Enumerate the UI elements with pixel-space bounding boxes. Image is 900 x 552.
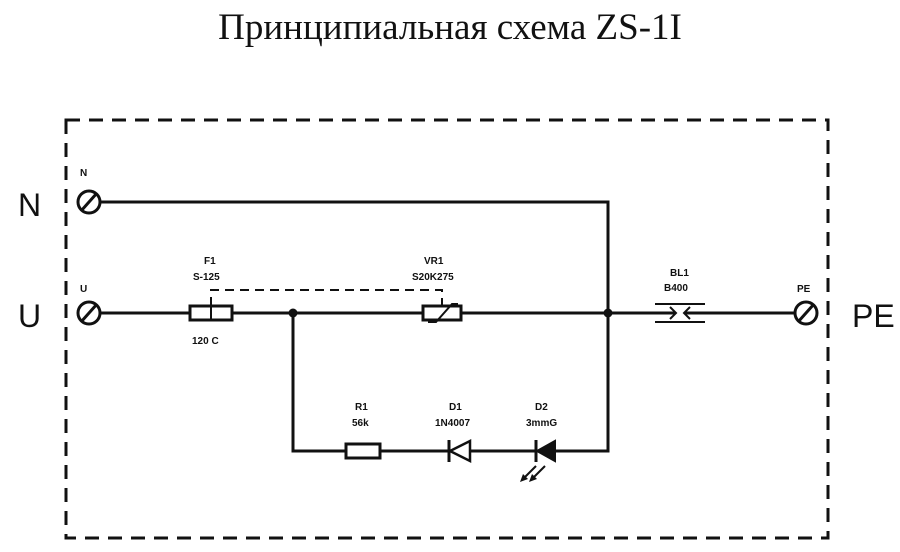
terminal-u-small-label: U — [80, 284, 87, 295]
vr1-ref: VR1 — [424, 256, 444, 267]
led-light-arrows-icon — [520, 465, 546, 482]
f1-note: 120 C — [192, 336, 219, 347]
wire-n — [100, 200, 610, 313]
vr1-value: S20K275 — [412, 272, 454, 283]
terminal-n-symbol — [76, 189, 102, 215]
bl1-value: B400 — [664, 283, 688, 294]
diode-d1 — [447, 438, 472, 464]
resistor-r1 — [344, 442, 382, 460]
thermal-link — [210, 289, 443, 306]
diagram-title: Принципиальная схема ZS-1I — [218, 7, 682, 48]
wire-branch-left — [291, 313, 346, 453]
d1-value: 1N4007 — [435, 418, 470, 429]
terminal-pe-symbol — [793, 300, 819, 326]
fuse-f1 — [188, 304, 234, 322]
terminal-pe-small-label: PE — [797, 284, 811, 295]
gas-discharge-bl1 — [655, 303, 705, 323]
r1-value: 56k — [352, 418, 369, 429]
f1-value: S-125 — [193, 272, 220, 283]
terminal-pe-label: PE — [852, 298, 895, 334]
f1-ref: F1 — [204, 256, 216, 267]
terminal-n-label: N — [18, 187, 41, 223]
r1-ref: R1 — [355, 402, 368, 413]
d2-value: 3mmG — [526, 418, 557, 429]
terminal-u-symbol — [76, 300, 102, 326]
varistor-vr1 — [421, 303, 463, 323]
terminal-n-small-label: N — [80, 168, 87, 179]
wire-branch-right — [555, 313, 610, 453]
enclosure-border — [64, 118, 830, 540]
d2-ref: D2 — [535, 402, 548, 413]
terminal-u-label: U — [18, 298, 41, 334]
led-d2 — [534, 439, 556, 463]
d1-ref: D1 — [449, 402, 462, 413]
bl1-ref: BL1 — [670, 268, 689, 279]
